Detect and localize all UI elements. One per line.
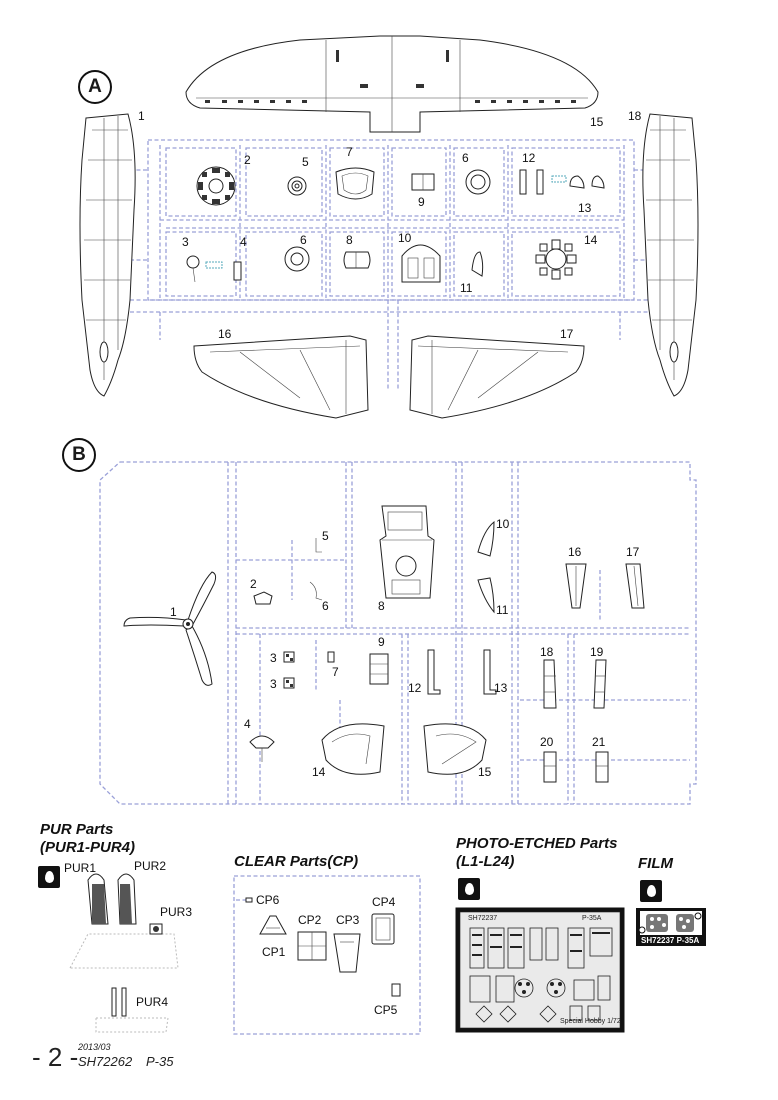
part-label: 13 — [494, 681, 508, 695]
part-label: 4 — [240, 235, 247, 249]
part-label: 14 — [584, 233, 598, 247]
part-label: 18 — [540, 645, 554, 659]
part-label: 1 — [170, 605, 177, 619]
part-label: 12 — [522, 151, 536, 165]
part-label: 1 — [138, 109, 145, 123]
part-label: 9 — [378, 635, 385, 649]
part-label: 17 — [626, 545, 640, 559]
photo-etched-fret — [455, 907, 625, 1033]
sprue-a — [79, 35, 699, 419]
part-label: 8 — [378, 599, 385, 613]
page-number: - 2 - — [32, 1042, 79, 1072]
part-label: 17 — [560, 327, 574, 341]
sprue-b-badge: B — [62, 438, 96, 472]
water-drop-icon — [38, 866, 60, 888]
part-label: 6 — [300, 233, 307, 247]
part-label: 5 — [322, 529, 329, 543]
film-caption: SH72237 P-35A — [641, 936, 700, 945]
part-label: 7 — [332, 665, 339, 679]
part-label: 8 — [346, 233, 353, 247]
part-label: 6 — [462, 151, 469, 165]
part-label: 13 — [578, 201, 592, 215]
part-label: 15 — [590, 115, 604, 129]
footer-code: SH72262 — [78, 1054, 133, 1069]
part-label: 2 — [244, 153, 251, 167]
part-label: 10 — [398, 231, 412, 245]
pe-fret-code: SH72237 — [468, 915, 498, 922]
clear-title: CLEAR Parts(CP) — [234, 853, 359, 870]
part-label: 15 — [478, 765, 492, 779]
clear-parts — [233, 875, 421, 1035]
sprue-b — [99, 461, 697, 805]
film-title: FILM — [638, 855, 673, 872]
part-label: 20 — [540, 735, 554, 749]
part-label: 14 — [312, 765, 326, 779]
clear-label: CP2 — [298, 913, 322, 927]
pur-subtitle: (PUR1-PUR4) — [40, 839, 136, 856]
part-label: 3 — [270, 677, 277, 691]
water-drop-icon — [640, 880, 662, 902]
pur-title: PUR Parts — [40, 821, 114, 838]
pe-title: PHOTO-ETCHED Parts — [456, 835, 618, 852]
part-label: 21 — [592, 735, 606, 749]
part-label: 19 — [590, 645, 604, 659]
pur-label: PUR1 — [64, 861, 97, 875]
clear-label: CP5 — [374, 1003, 398, 1017]
part-label: 3 — [182, 235, 189, 249]
part-label: 12 — [408, 681, 422, 695]
part-label: 5 — [302, 155, 309, 169]
part-label: 7 — [346, 145, 353, 159]
part-label: 16 — [568, 545, 582, 559]
film-sheet — [636, 908, 706, 946]
part-label: 11 — [460, 281, 473, 295]
part-label: 9 — [418, 195, 425, 209]
pe-fret-type: P-35A — [582, 915, 602, 922]
pe-subtitle: (L1-L24) — [456, 853, 515, 870]
part-label: 16 — [218, 327, 232, 341]
part-label: 10 — [496, 517, 510, 531]
sprue-a-badge: A — [78, 70, 112, 104]
part-label: 6 — [322, 599, 329, 613]
water-drop-icon — [458, 878, 480, 900]
pur-label: PUR4 — [136, 995, 169, 1009]
clear-label: CP3 — [336, 913, 360, 927]
part-label: 3 — [270, 651, 277, 665]
pe-fret-brand: Special Hobby 1/72 — [560, 1018, 621, 1025]
pur-label: PUR3 — [160, 905, 193, 919]
footer-date: 2013/03 — [78, 1042, 111, 1052]
footer-model: P-35 — [146, 1054, 174, 1069]
pur-parts — [69, 873, 179, 1033]
part-label: 18 — [628, 109, 642, 123]
part-label: 11 — [496, 603, 509, 617]
clear-label: CP6 — [256, 893, 280, 907]
pur-label: PUR2 — [134, 859, 167, 873]
clear-label: CP1 — [262, 945, 286, 959]
clear-label: CP4 — [372, 895, 396, 909]
part-label: 4 — [244, 717, 251, 731]
part-label: 2 — [250, 577, 257, 591]
